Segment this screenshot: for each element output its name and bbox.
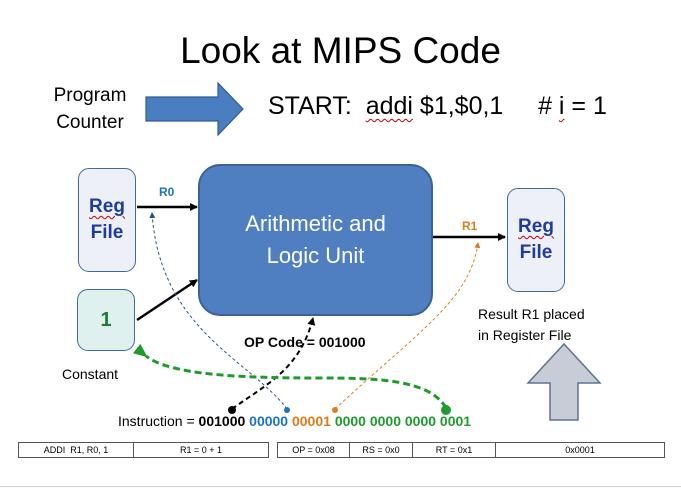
- instruction-prefix: Instruction =: [118, 413, 199, 429]
- code-prefix: START:: [268, 92, 366, 120]
- bar-right-rs: RS = 0x0: [350, 443, 413, 457]
- code-comment-rest: = 1: [564, 92, 607, 120]
- alu-line2: Logic Unit: [266, 243, 365, 268]
- opcode-dot: [228, 406, 236, 414]
- code-comment-var: i: [558, 92, 565, 120]
- result-note-line1: Result R1 placed: [478, 306, 585, 322]
- program-counter-label: Program Counter: [40, 82, 140, 136]
- result-note-line2: in Register File: [478, 327, 572, 343]
- constant-arrow: [136, 278, 198, 322]
- decoded-bar-left: ADDI R1, R0, 1 R1 = 0 + 1: [18, 442, 269, 458]
- code-mnemonic: addi: [365, 92, 413, 120]
- constant-value: 1: [100, 308, 112, 331]
- reg-file-left-line1: Reg: [89, 196, 125, 217]
- code-operands: $1,$0,1 #: [412, 92, 559, 120]
- reg-file-left-line2: File: [90, 222, 124, 243]
- alu-box: Arithmetic and Logic Unit: [198, 164, 433, 316]
- immediate-path: [132, 343, 448, 409]
- immediate-dot: [441, 405, 451, 415]
- r1-label: R1: [462, 219, 478, 233]
- rt-dot: [332, 407, 338, 413]
- reg-file-right-line2: File: [519, 242, 553, 263]
- slide-bottom-divider: [0, 486, 681, 487]
- bar-right-op: OP = 0x08: [278, 443, 350, 457]
- rs-path: [149, 212, 288, 410]
- instruction-rt: 00001: [291, 413, 331, 429]
- program-counter-line1: Program: [53, 85, 127, 106]
- result-note: Result R1 placed in Register File: [478, 304, 585, 346]
- bar-right-imm: 0x0001: [565, 445, 595, 455]
- program-counter-arrow: [145, 81, 244, 137]
- reg-file-left: Reg File: [78, 168, 136, 272]
- mips-code-line: START: addi $1,$0,1 # i = 1: [268, 92, 607, 121]
- bar-left-result: R1 = 0 + 1: [179, 445, 223, 455]
- instruction-line: Instruction = 001000 00000 00001 0000 00…: [118, 413, 471, 429]
- constant-box: 1: [77, 289, 135, 351]
- opcode-path: [231, 317, 316, 410]
- program-counter-line2: Counter: [56, 112, 124, 133]
- bar-left-asm: ADDI R1, R0, 1: [19, 443, 134, 457]
- bar-right-rt: RT = 0x1: [413, 443, 496, 457]
- up-arrow: [526, 342, 602, 421]
- r0-label: R0: [159, 185, 175, 199]
- constant-label: Constant: [62, 366, 119, 382]
- reg-file-right-line1: Reg: [518, 216, 554, 237]
- instruction-op: 001000: [198, 413, 246, 429]
- slide-title: Look at MIPS Code: [180, 30, 501, 71]
- rt-path: [334, 242, 481, 410]
- instruction-imm: 0000 0000 0000 0001: [334, 413, 472, 429]
- alu-line1: Arithmetic and: [245, 211, 386, 236]
- decoded-bar-right: OP = 0x08 RS = 0x0 RT = 0x1 0x0001: [277, 442, 665, 458]
- opcode-label: OP Code = 001000: [244, 334, 366, 350]
- instruction-rs: 00000: [249, 413, 289, 429]
- reg-file-right: Reg File: [507, 188, 565, 292]
- rs-dot: [284, 407, 290, 413]
